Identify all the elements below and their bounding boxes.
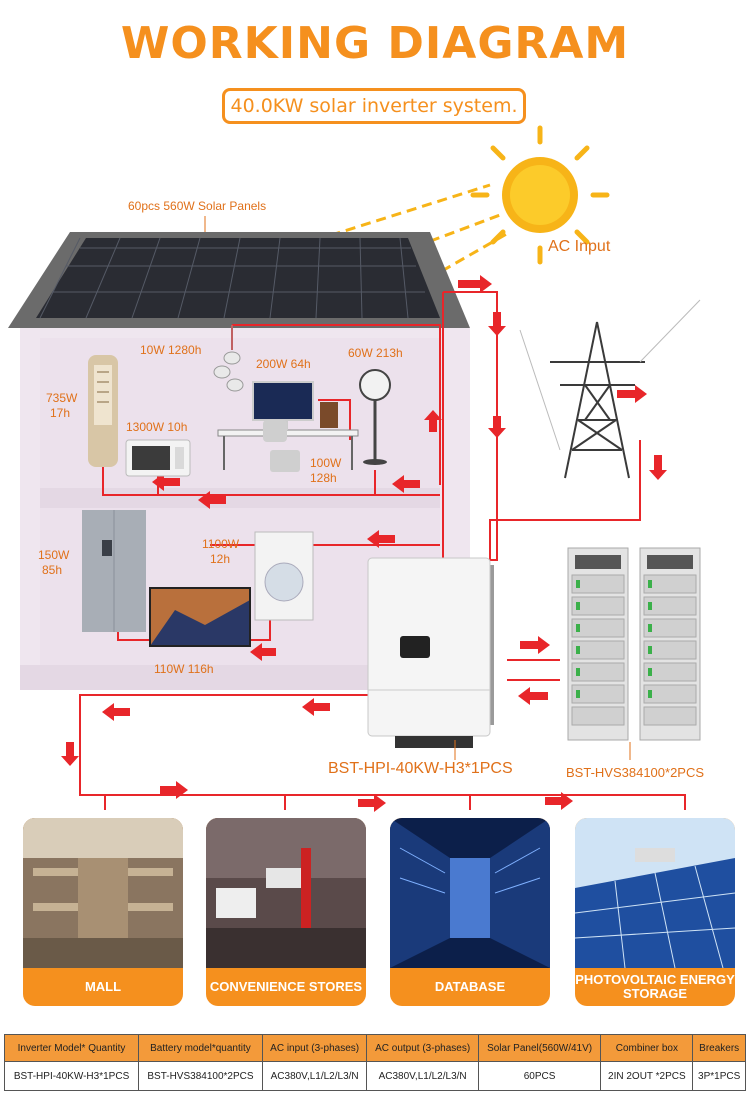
table-cell: 2IN 2OUT *2PCS — [600, 1061, 694, 1091]
microwave-icon — [125, 439, 191, 477]
air-conditioner-icon — [88, 355, 118, 467]
flow-arrows — [61, 275, 667, 812]
mall-image — [23, 818, 183, 968]
inverter-model-label: BST-HPI-40KW-H3*1PCS — [328, 760, 513, 777]
battery-model-label: BST-HVS384100*2PCS — [566, 765, 705, 780]
ac-input-label: AC Input — [548, 238, 611, 255]
table-header: Combiner box — [600, 1034, 694, 1062]
ac-unit-hours-label: 17h — [50, 406, 71, 420]
power-tower-icon — [519, 299, 701, 479]
table-cell: 60PCS — [477, 1061, 602, 1091]
table-header: Breakers — [692, 1034, 746, 1062]
speaker-power-label: 100W — [310, 456, 342, 470]
specification-table: Inverter Model* Quantity Battery model*q… — [3, 1034, 746, 1091]
card-mall: MALL — [23, 818, 183, 1006]
card-photovoltaic-storage: PHOTOVOLTAIC ENERGY STORAGE — [575, 818, 735, 1006]
table-header: AC input (3-phases) — [261, 1034, 368, 1062]
card-mall-caption: MALL — [84, 979, 122, 994]
card-convenience-stores: CONVENIENCE STORES — [206, 818, 366, 1006]
table-header-row: Inverter Model* Quantity Battery model*q… — [3, 1034, 746, 1062]
inverter-icon — [367, 557, 494, 748]
card-convenience-stores-caption: CONVENIENCE STORES — [209, 979, 363, 994]
battery-rack-icon — [567, 547, 701, 741]
microwave-label: 1300W 10h — [126, 420, 188, 434]
table-row: BST-HPI-40KW-H3*1PCS BST-HVS384100*2PCS … — [3, 1061, 746, 1091]
television-icon — [149, 587, 251, 647]
table-header: Inverter Model* Quantity — [3, 1034, 140, 1062]
card-photovoltaic-storage-caption: PHOTOVOLTAIC ENERGY STORAGE — [575, 972, 735, 1001]
washer-hours-label: 12h — [210, 552, 231, 566]
solar-farm-image — [575, 818, 735, 968]
lights-label: 10W 1280h — [140, 343, 202, 357]
solar-panel-roof — [8, 232, 470, 328]
table-header: Battery model*quantity — [138, 1034, 263, 1062]
table-cell: 3P*1PCS — [692, 1061, 746, 1091]
card-database-caption: DATABASE — [434, 979, 506, 994]
system-subtitle: 40.0KW solar inverter system. — [222, 88, 526, 124]
solar-panels-label: 60pcs 560W Solar Panels — [128, 199, 267, 213]
table-cell: AC380V,L1/L2/L3/N — [366, 1061, 479, 1091]
washer-power-label: 1100W — [202, 537, 240, 551]
sun-icon — [470, 125, 610, 265]
refrigerator-icon — [82, 510, 146, 632]
table-cell: BST-HVS384100*2PCS — [138, 1061, 263, 1091]
fridge-hours-label: 85h — [42, 563, 63, 577]
table-header: AC output (3-phases) — [366, 1034, 479, 1062]
standing-fan-icon — [359, 369, 391, 465]
card-database: DATABASE — [390, 818, 550, 1006]
ac-unit-power-label: 735W — [46, 391, 78, 405]
convenience-store-image — [206, 818, 366, 968]
table-cell: BST-HPI-40KW-H3*1PCS — [3, 1061, 140, 1091]
page-title: WORKING DIAGRAM — [120, 18, 630, 69]
database-image — [390, 818, 550, 968]
washing-machine-icon — [254, 531, 314, 621]
ceiling-lights-icon — [213, 325, 244, 392]
computer-label: 200W 64h — [256, 357, 311, 371]
desk-computer-icon — [217, 381, 359, 472]
fan-label: 60W 213h — [348, 346, 403, 360]
tv-label: 110W 116h — [154, 662, 214, 676]
table-header: Solar Panel(560W/41V) — [477, 1034, 602, 1062]
speaker-hours-label: 128h — [310, 471, 337, 485]
table-cell: AC380V,L1/L2/L3/N — [261, 1061, 368, 1091]
fridge-power-label: 150W — [38, 548, 70, 562]
system-diagram — [8, 125, 701, 812]
